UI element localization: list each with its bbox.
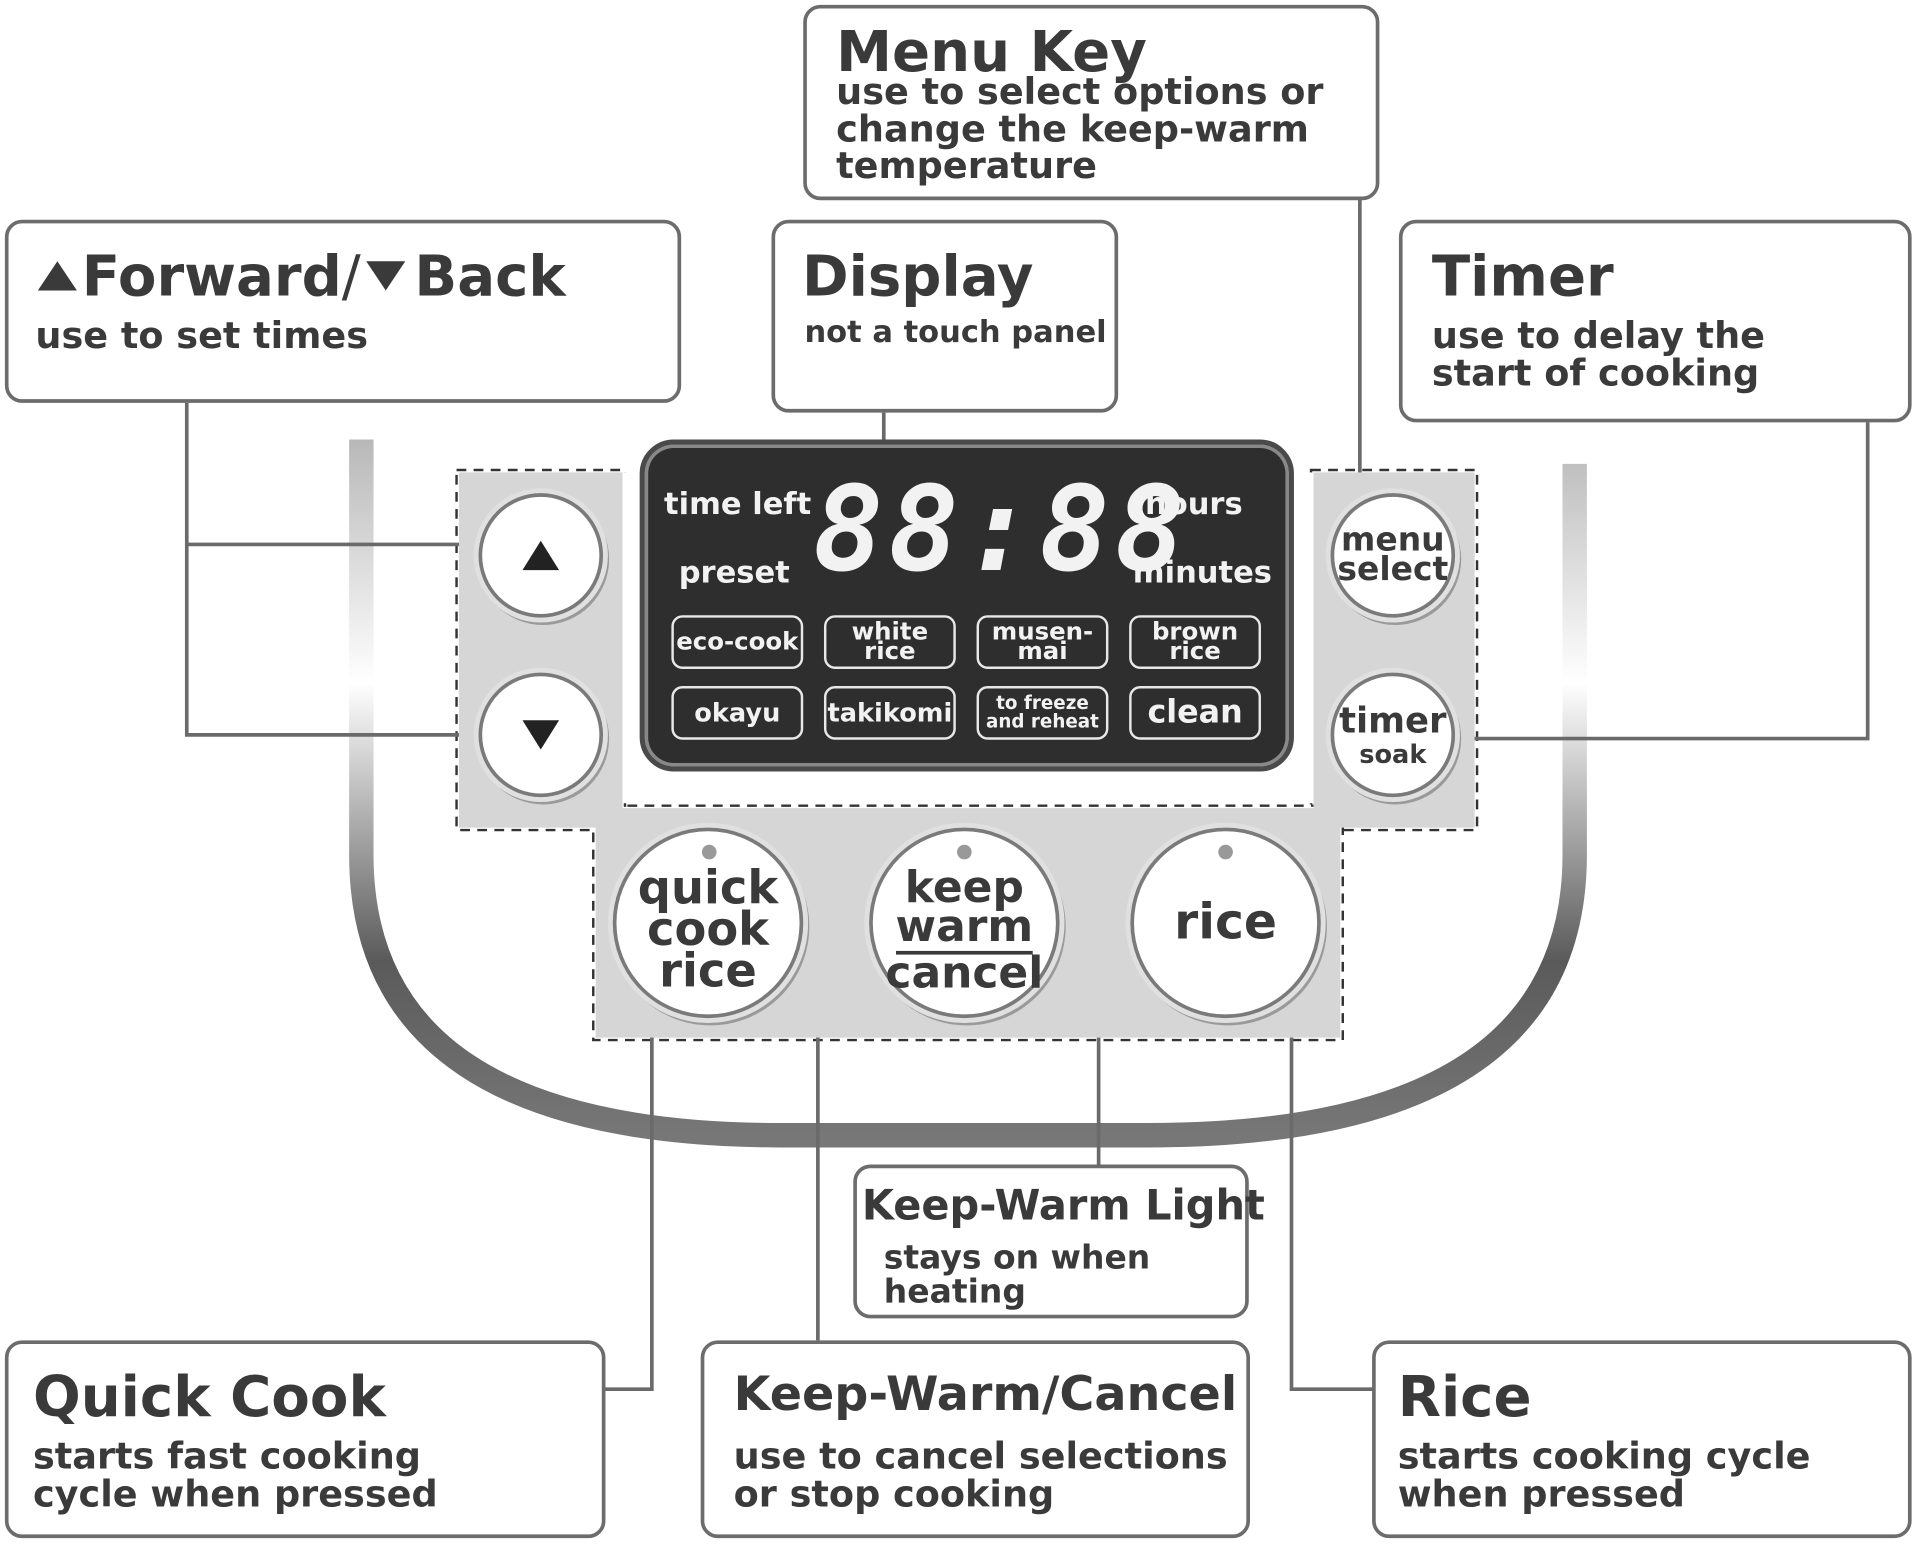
- menu-freeze-reheat: to freeze and reheat: [976, 686, 1109, 740]
- rice-button[interactable]: rice: [1130, 827, 1321, 1019]
- back-button[interactable]: [478, 672, 604, 798]
- display-desc: not a touch panel: [804, 313, 1107, 350]
- display-preset: preset: [678, 554, 790, 590]
- quick-cook-indicator: [701, 844, 717, 860]
- triangle-down-icon: [365, 261, 405, 291]
- keep-warm-light-desc: stays on when heating: [883, 1239, 1151, 1311]
- keep-warm-light-title: Keep-Warm Light: [861, 1181, 1265, 1231]
- menu-select-label: menu select: [1337, 520, 1449, 589]
- keep-warm-cancel-button[interactable]: keep warm cancel: [869, 827, 1060, 1019]
- forward-back-desc: use to set times: [35, 314, 369, 358]
- triangle-up-icon: [522, 540, 560, 571]
- callout-keep-warm-cancel: Keep-Warm/Cancel use to cancel selection…: [700, 1340, 1250, 1539]
- callout-forward-back: Forward / Back use to set times: [4, 219, 682, 403]
- forward-button[interactable]: [478, 493, 604, 618]
- display-hours: hours: [1145, 485, 1243, 522]
- rice-title: Rice: [1397, 1363, 1532, 1430]
- menu-clean: clean: [1129, 686, 1261, 740]
- leader-timer: [1444, 422, 1870, 741]
- callout-quick-cook: Quick Cook starts fast cooking cycle whe…: [4, 1340, 606, 1539]
- bezel: [349, 439, 1587, 1148]
- rice-desc: starts cooking cycle when pressed: [1397, 1435, 1811, 1516]
- rice-label: rice: [1174, 894, 1278, 951]
- bottom-panel-outline: [592, 804, 1344, 1042]
- callout-menu-key: Menu Key use to select options or change…: [803, 4, 1380, 201]
- timer-desc: use to delay the start of cooking: [1431, 314, 1765, 396]
- timer-button[interactable]: timer soak: [1330, 672, 1456, 798]
- rice-indicator: [1218, 844, 1233, 860]
- menu-okayu: okayu: [671, 686, 804, 740]
- leader-rice: [1289, 976, 1375, 1391]
- menu-eco-cook: eco-cook: [671, 615, 804, 669]
- display-title: Display: [801, 242, 1034, 309]
- callout-timer: Timer use to delay the start of cooking: [1398, 219, 1912, 423]
- menu-white-rice: white rice: [823, 615, 956, 669]
- forward-text: Forward: [81, 242, 342, 309]
- timer-label: timer: [1339, 698, 1447, 741]
- warm-label: warm: [895, 902, 1034, 955]
- soak-label: soak: [1359, 739, 1427, 769]
- menu-select-button[interactable]: menu select: [1330, 493, 1456, 618]
- leader-forward-back: [184, 402, 495, 737]
- leader-quick-cook: [604, 976, 654, 1391]
- quick-cook-rice-label: quick cook rice: [637, 860, 779, 998]
- display-minutes: minutes: [1132, 554, 1272, 590]
- callout-display: Display not a touch panel: [771, 219, 1119, 413]
- display-panel: time left preset hours minutes 88:88 eco…: [639, 439, 1294, 772]
- quick-cook-title: Quick Cook: [32, 1363, 386, 1430]
- menu-key-title: Menu Key: [836, 18, 1147, 85]
- quick-cook-desc: starts fast cooking cycle when pressed: [32, 1435, 438, 1516]
- callout-keep-warm-light: Keep-Warm Light stays on when heating: [853, 1164, 1265, 1319]
- callout-rice: Rice starts cooking cycle when pressed: [1372, 1340, 1912, 1539]
- menu-key-desc: use to select options or change the keep…: [836, 70, 1324, 189]
- cancel-label: cancel: [885, 948, 1044, 999]
- forward-back-title: Forward / Back: [35, 242, 566, 309]
- keep-warm-indicator: [957, 844, 972, 860]
- menu-musen-mai: musen- mai: [976, 615, 1109, 669]
- keep-warm-cancel-title: Keep-Warm/Cancel: [733, 1367, 1238, 1423]
- keep-warm-cancel-desc: use to cancel selections or stop cooking: [733, 1435, 1228, 1516]
- menu-takikomi: takikomi: [823, 686, 956, 740]
- back-text: Back: [414, 242, 566, 309]
- display-time-left: time left: [664, 485, 812, 522]
- slash-text: /: [341, 242, 361, 309]
- keep-label: keep: [904, 862, 1024, 913]
- quick-cook-rice-button[interactable]: quick cook rice: [612, 827, 804, 1019]
- triangle-down-icon: [522, 720, 560, 750]
- display-digits: 88:88: [812, 461, 1191, 599]
- timer-title: Timer: [1431, 242, 1614, 309]
- triangle-up-icon: [37, 261, 77, 291]
- menu-brown-rice: brown rice: [1129, 615, 1261, 669]
